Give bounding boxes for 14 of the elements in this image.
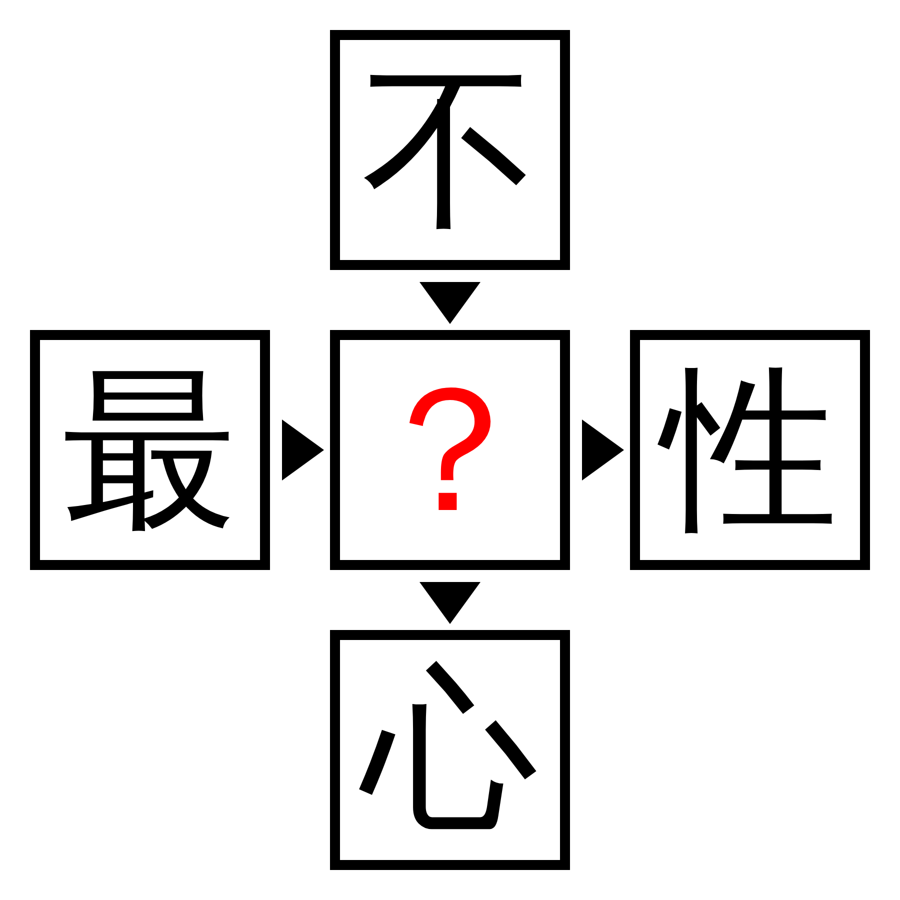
character: 心 [356,650,544,850]
arrow [420,282,480,324]
character-box [30,330,270,570]
character-box [330,330,570,570]
character-box [630,330,870,570]
character: 最 [61,350,239,550]
character-box [330,30,570,270]
arrow [582,420,624,480]
question-mark: ？ [361,350,539,550]
arrow [282,420,324,480]
character: 不 [361,50,539,250]
character: 性 [656,350,844,550]
arrow [420,582,480,624]
character-box [330,630,570,870]
